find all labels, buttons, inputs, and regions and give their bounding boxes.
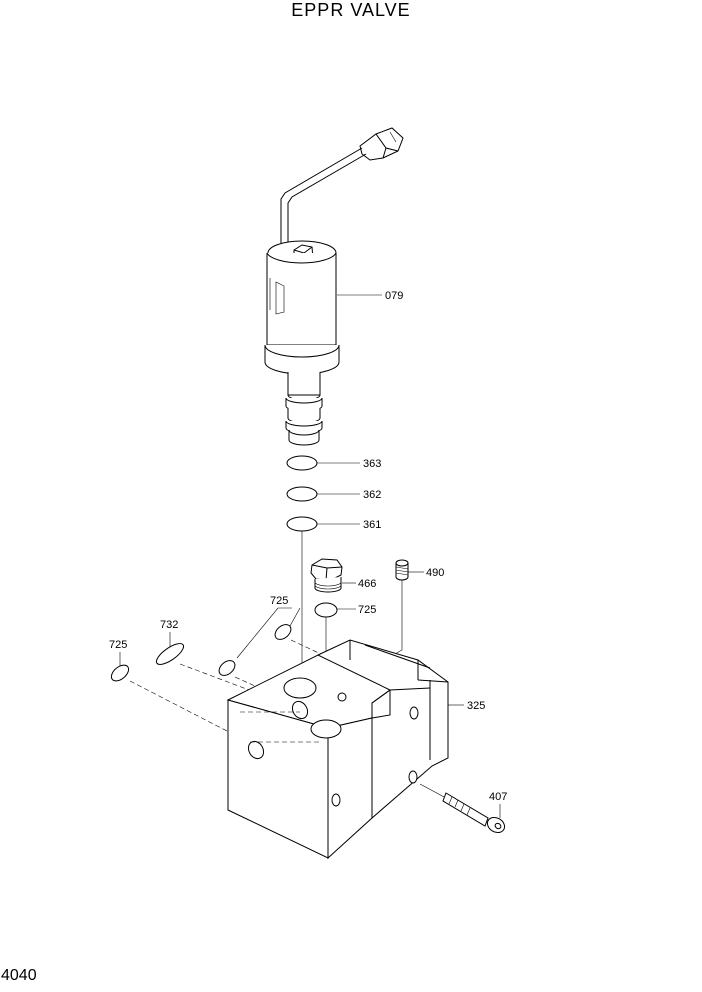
callout-362: 362	[363, 489, 381, 501]
leader-725-mid	[236, 607, 301, 659]
callout-325: 325	[467, 700, 485, 712]
o-ring-732[interactable]	[153, 640, 186, 668]
alignment-line-b	[179, 663, 306, 712]
o-ring-725-mid-upper[interactable]	[272, 622, 294, 643]
valve-block-325[interactable]	[226, 639, 449, 860]
set-screw-490[interactable]	[395, 559, 409, 581]
page-number: 4040	[1, 967, 37, 984]
callout-361: 361	[363, 519, 381, 531]
callout-732: 732	[160, 619, 178, 631]
o-ring-725-left[interactable]	[108, 662, 131, 684]
page-title: EPPR VALVE	[291, 0, 411, 20]
solenoid-valve-079[interactable]	[264, 127, 404, 446]
o-ring-361[interactable]	[286, 516, 318, 532]
callout-363: 363	[363, 458, 381, 470]
o-ring-363[interactable]	[286, 455, 318, 471]
bolt-407[interactable]	[419, 783, 507, 836]
o-ring-725-right[interactable]	[314, 602, 338, 618]
o-ring-725-mid-lower[interactable]	[216, 658, 238, 679]
o-ring-362[interactable]	[286, 486, 318, 502]
callout-725-left: 725	[109, 639, 127, 651]
screw-axis-line	[387, 580, 403, 659]
callout-079: 079	[385, 290, 403, 302]
callout-466: 466	[358, 578, 376, 590]
callout-725-mid: 725	[270, 595, 288, 607]
callout-490: 490	[426, 567, 444, 579]
callout-725-right: 725	[358, 604, 376, 616]
callout-407: 407	[489, 791, 507, 803]
plug-466[interactable]	[310, 558, 343, 593]
